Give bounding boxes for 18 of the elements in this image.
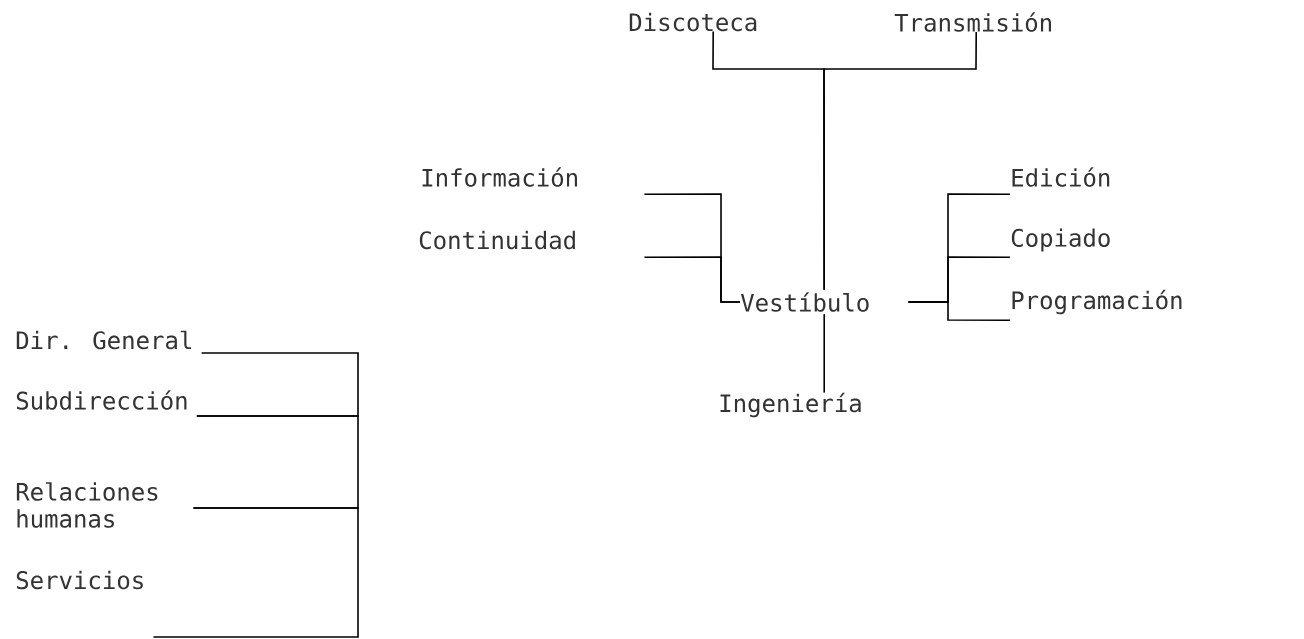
unit-label: Relaciones humanas <box>16 482 158 528</box>
unit-label: Discoteca <box>629 12 757 32</box>
unit-label: Transmisión <box>894 12 1051 32</box>
connector-line <box>907 301 1011 321</box>
connector-line <box>823 313 825 394</box>
unit-label: Dir. General <box>16 330 192 350</box>
connector-line <box>643 256 741 303</box>
unit-label: Edición <box>1012 167 1110 187</box>
unit-label: Continuidad <box>419 230 575 250</box>
connector-line <box>152 507 359 638</box>
unit-label: Información <box>422 167 577 187</box>
unit-label: Vestíbulo <box>740 292 869 312</box>
unit-label: Subdirección <box>16 390 187 410</box>
unit-label: Servicios <box>16 570 143 590</box>
unit-label: Ingeniería <box>720 392 861 418</box>
connector-line <box>823 31 977 291</box>
unit-label: Copiado <box>1011 228 1110 252</box>
unit-label: Programación <box>1012 289 1182 315</box>
